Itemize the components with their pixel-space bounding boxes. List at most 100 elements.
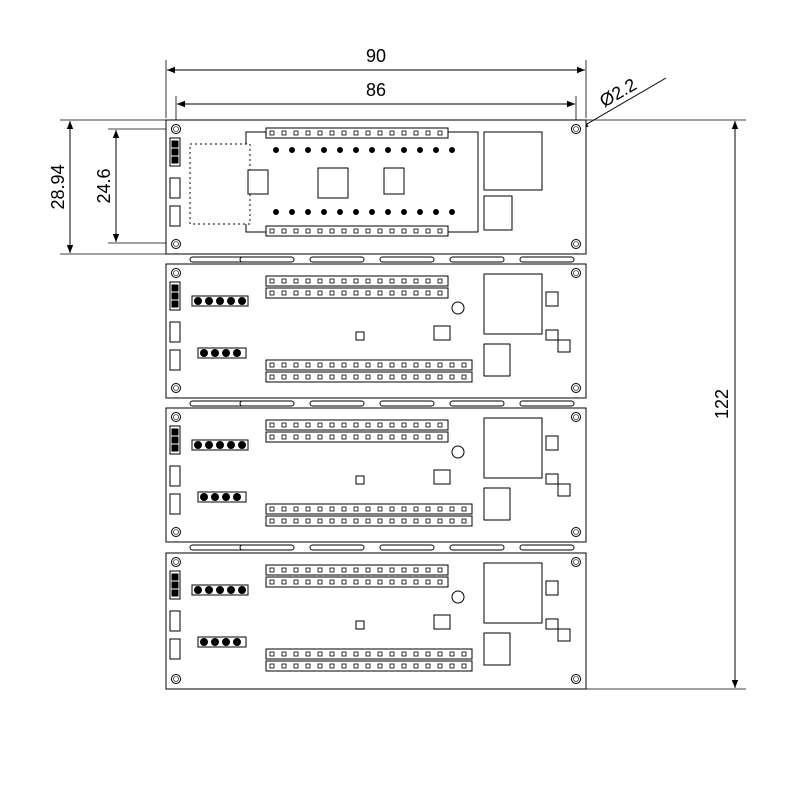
- bottom-pin-header-2: [265, 371, 473, 383]
- buzzer: [451, 445, 465, 459]
- header-pin: [341, 518, 347, 524]
- header-pin: [461, 663, 467, 669]
- smd-part: [545, 435, 559, 451]
- top-pin-header-2: [265, 431, 449, 443]
- header-pin: [377, 422, 383, 428]
- header-pin: [293, 651, 299, 657]
- mounting-hole-inner: [573, 241, 579, 247]
- via: [417, 209, 423, 215]
- mounting-hole-inner: [573, 270, 579, 276]
- terminal-pin: [227, 441, 235, 449]
- header-pin: [377, 228, 383, 234]
- header-pin: [413, 651, 419, 657]
- header-pin: [293, 567, 299, 573]
- edge-connector-small: [169, 638, 181, 660]
- terminal-pin: [238, 586, 246, 594]
- connector-pad: [171, 300, 179, 308]
- connector-pad: [171, 589, 179, 597]
- header-pin: [329, 290, 335, 296]
- header-pin: [341, 567, 347, 573]
- usb-connector: [483, 343, 511, 377]
- pcb-panel-1: [165, 119, 587, 263]
- header-pin: [293, 290, 299, 296]
- terminal-pin: [227, 586, 235, 594]
- header-pin: [413, 506, 419, 512]
- terminal-pin: [194, 441, 202, 449]
- header-pin: [461, 374, 467, 380]
- header-pin: [269, 567, 275, 573]
- buzzer: [451, 301, 465, 315]
- via: [401, 147, 407, 153]
- breakaway-slot: [309, 256, 365, 263]
- via: [337, 147, 343, 153]
- header-pin: [413, 567, 419, 573]
- terminal-pin: [200, 493, 208, 501]
- header-pin: [329, 228, 335, 234]
- chip: [433, 325, 451, 341]
- header-pin: [461, 506, 467, 512]
- hole-spacing-height-label: 24.6: [94, 168, 114, 203]
- header-pin: [317, 290, 323, 296]
- header-pin: [365, 290, 371, 296]
- header-pin: [269, 362, 275, 368]
- header-pin: [281, 422, 287, 428]
- via: [289, 209, 295, 215]
- edge-connector-small: [169, 205, 181, 227]
- header-pin: [437, 434, 443, 440]
- breakaway-slot: [519, 400, 575, 407]
- header-pin: [269, 579, 275, 585]
- header-pin: [281, 518, 287, 524]
- header-pin: [305, 579, 311, 585]
- usb-connector: [483, 632, 511, 666]
- header-pin: [425, 290, 431, 296]
- terminal-pin: [238, 441, 246, 449]
- header-pin: [305, 374, 311, 380]
- module-board: [245, 131, 479, 233]
- header-pin: [437, 374, 443, 380]
- bottom-pin-header: [265, 225, 449, 237]
- header-pin: [425, 374, 431, 380]
- header-pin: [293, 374, 299, 380]
- overall-width-label: 90: [366, 46, 386, 66]
- header-pin: [365, 579, 371, 585]
- header-pin: [389, 362, 395, 368]
- header-pin: [389, 228, 395, 234]
- header-pin: [365, 228, 371, 234]
- header-pin: [293, 506, 299, 512]
- header-pin: [377, 374, 383, 380]
- header-pin: [437, 130, 443, 136]
- header-pin: [389, 567, 395, 573]
- terminal-pin: [233, 493, 241, 501]
- smd-part: [545, 291, 559, 307]
- header-pin: [365, 374, 371, 380]
- smd-part: [545, 473, 559, 485]
- header-pin: [341, 228, 347, 234]
- header-pin: [425, 506, 431, 512]
- via: [449, 147, 455, 153]
- header-pin: [437, 567, 443, 573]
- header-pin: [389, 506, 395, 512]
- header-pin: [305, 434, 311, 440]
- mounting-hole-inner: [173, 385, 179, 391]
- header-pin: [269, 290, 275, 296]
- via: [273, 209, 279, 215]
- header-pin: [365, 567, 371, 573]
- header-pin: [437, 290, 443, 296]
- breakaway-slot: [239, 400, 295, 407]
- header-pin: [413, 663, 419, 669]
- terminal-pin: [216, 441, 224, 449]
- mounting-hole-inner: [173, 676, 179, 682]
- header-pin: [293, 579, 299, 585]
- header-pin: [281, 290, 287, 296]
- header-pin: [413, 434, 419, 440]
- terminal-pin: [205, 441, 213, 449]
- header-pin: [425, 228, 431, 234]
- header-pin: [365, 651, 371, 657]
- connector-pad: [171, 148, 179, 156]
- header-pin: [353, 362, 359, 368]
- header-pin: [449, 518, 455, 524]
- header-pin: [329, 374, 335, 380]
- breakaway-slot: [379, 256, 435, 263]
- header-pin: [413, 228, 419, 234]
- header-pin: [425, 278, 431, 284]
